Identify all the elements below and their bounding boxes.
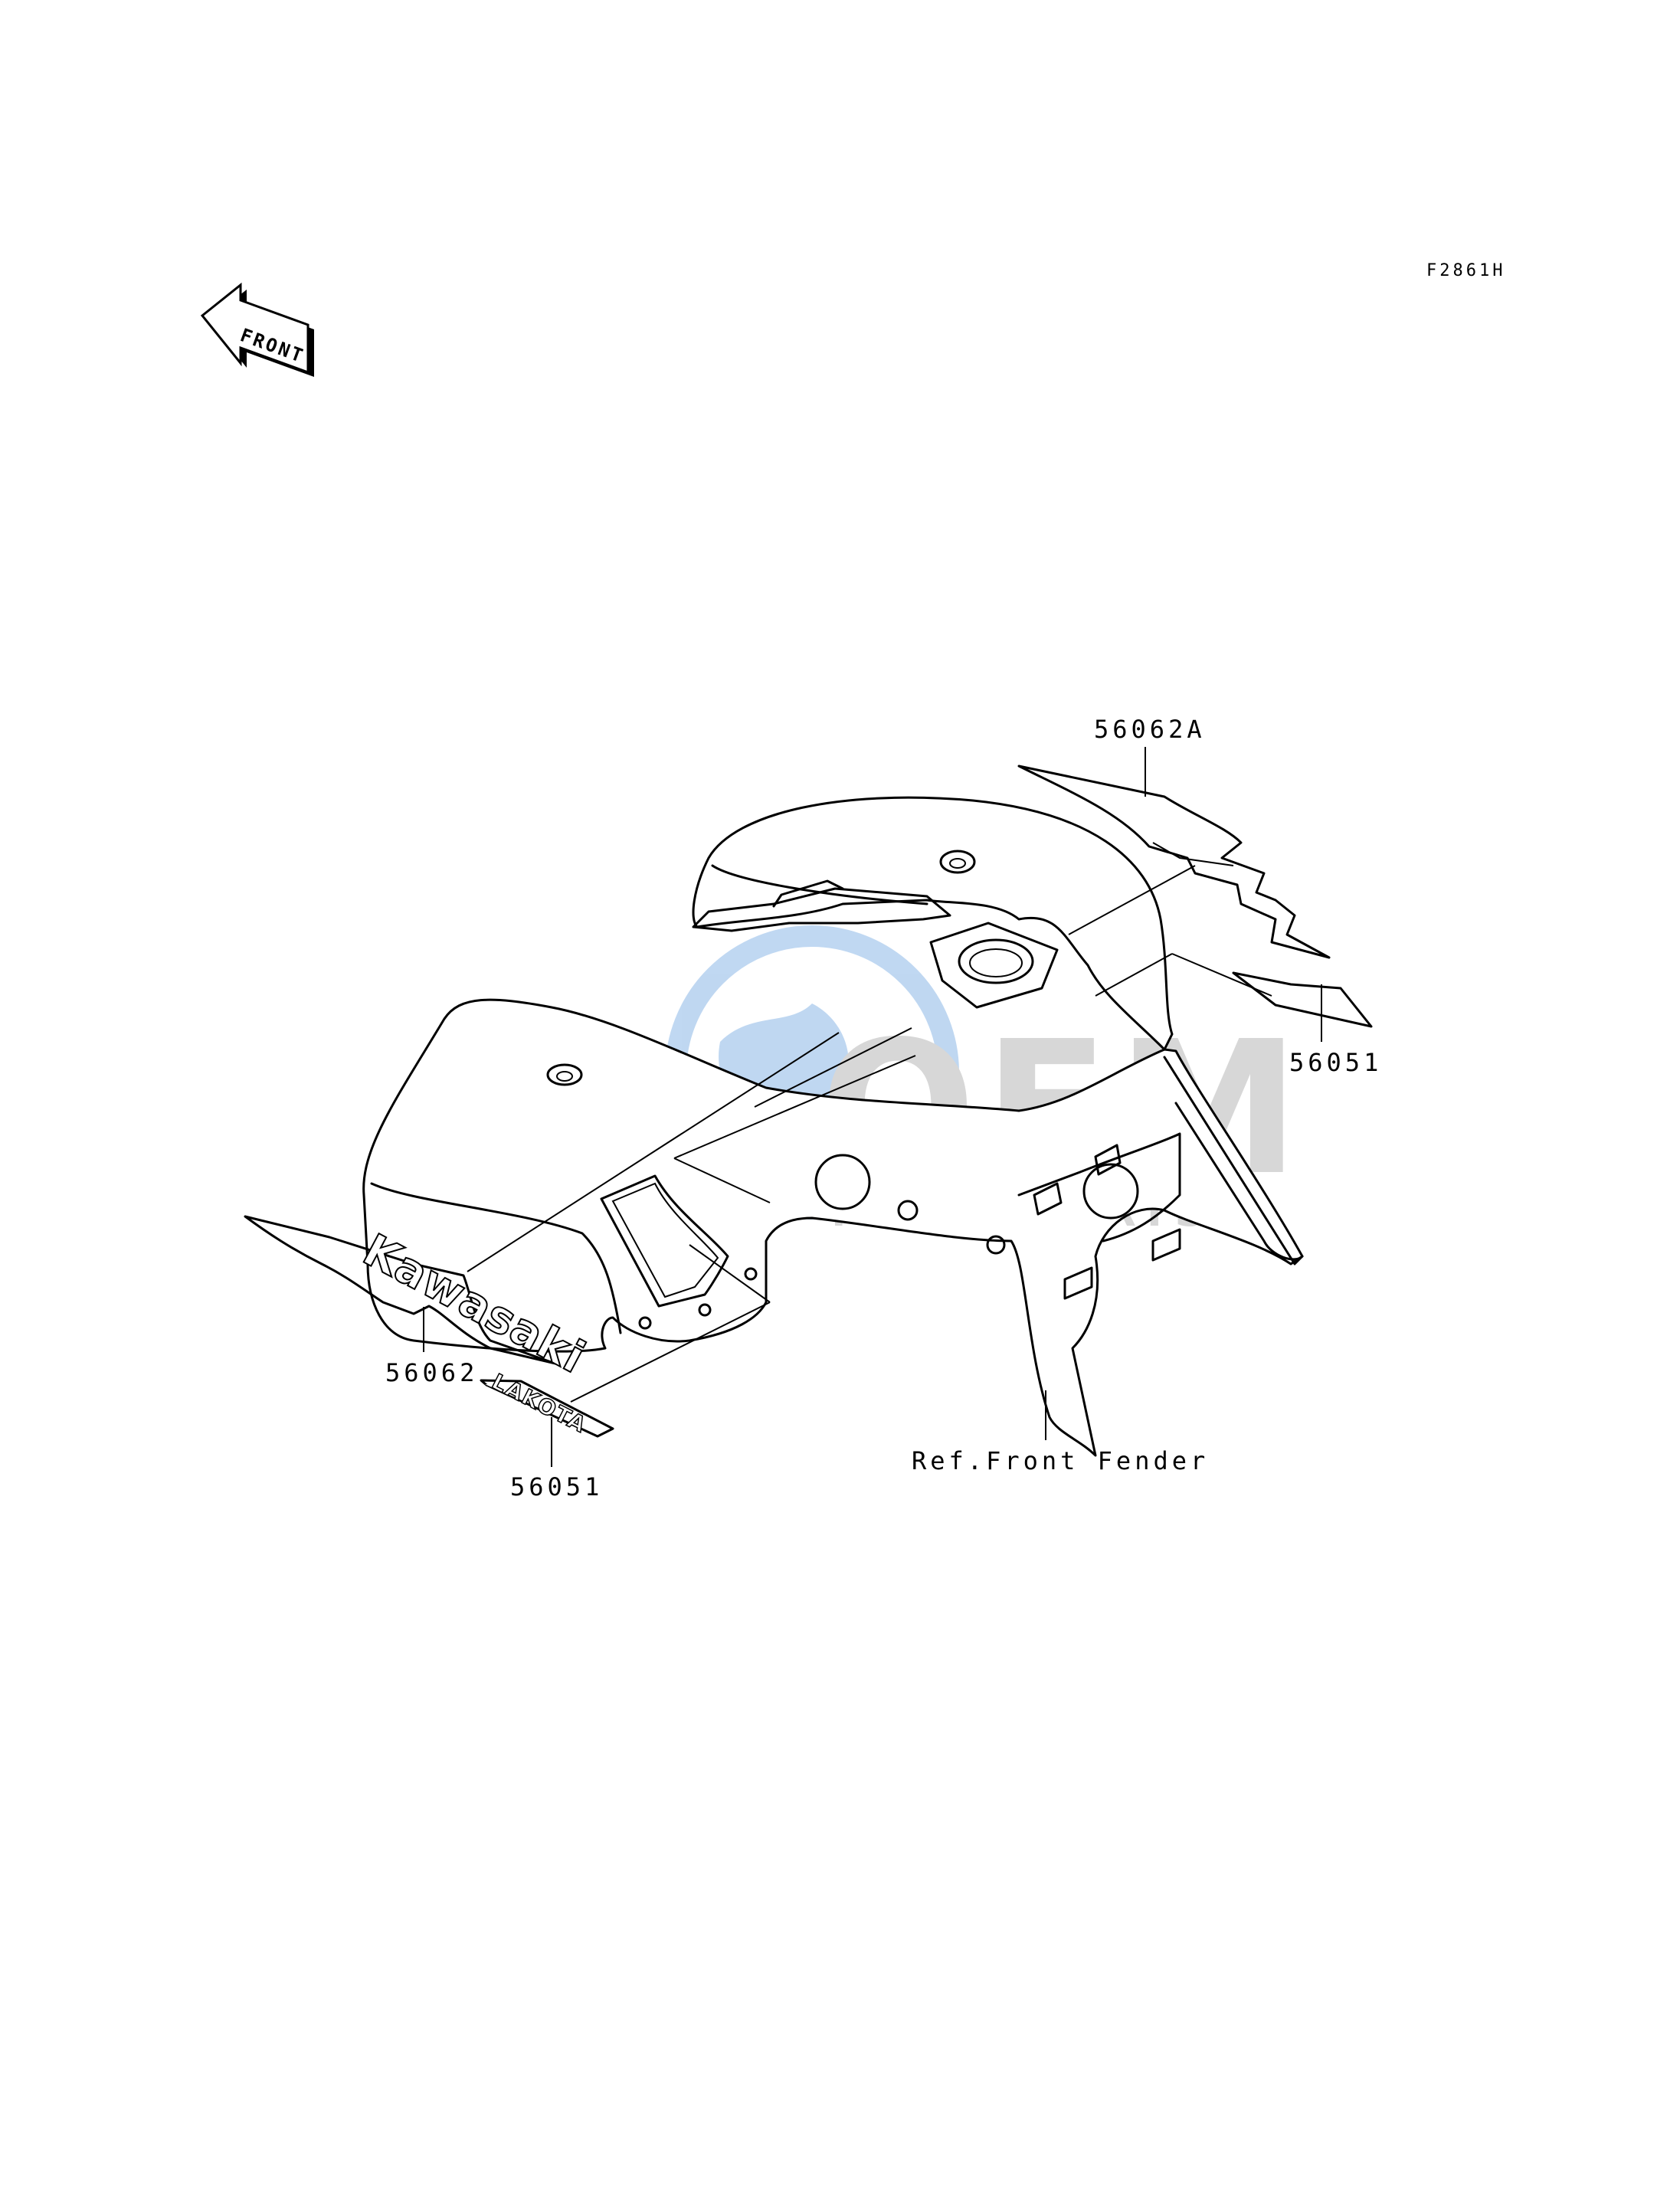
leader-lines	[467, 865, 1272, 1403]
decal-56051-right	[1232, 971, 1373, 1028]
decal-56062a	[1017, 765, 1331, 959]
callout-ref-front-fender: Ref.Front Fender	[912, 1446, 1209, 1475]
decal-56051-lakota: LAKOTA	[480, 1368, 614, 1439]
callout-56062: 56062	[385, 1358, 478, 1387]
callout-56051-right: 56051	[1289, 1048, 1382, 1077]
callout-56051-left: 56051	[510, 1472, 603, 1501]
front-fender-main	[362, 998, 1304, 1457]
callout-56062a: 56062A	[1094, 715, 1206, 744]
callout-lines	[423, 747, 1322, 1467]
lakota-decal-text: LAKOTA	[488, 1369, 591, 1438]
front-arrow-icon: FRONT	[200, 282, 314, 377]
diagram-code: F2861H	[1426, 261, 1505, 280]
front-fender-rear-section	[692, 796, 1174, 1051]
